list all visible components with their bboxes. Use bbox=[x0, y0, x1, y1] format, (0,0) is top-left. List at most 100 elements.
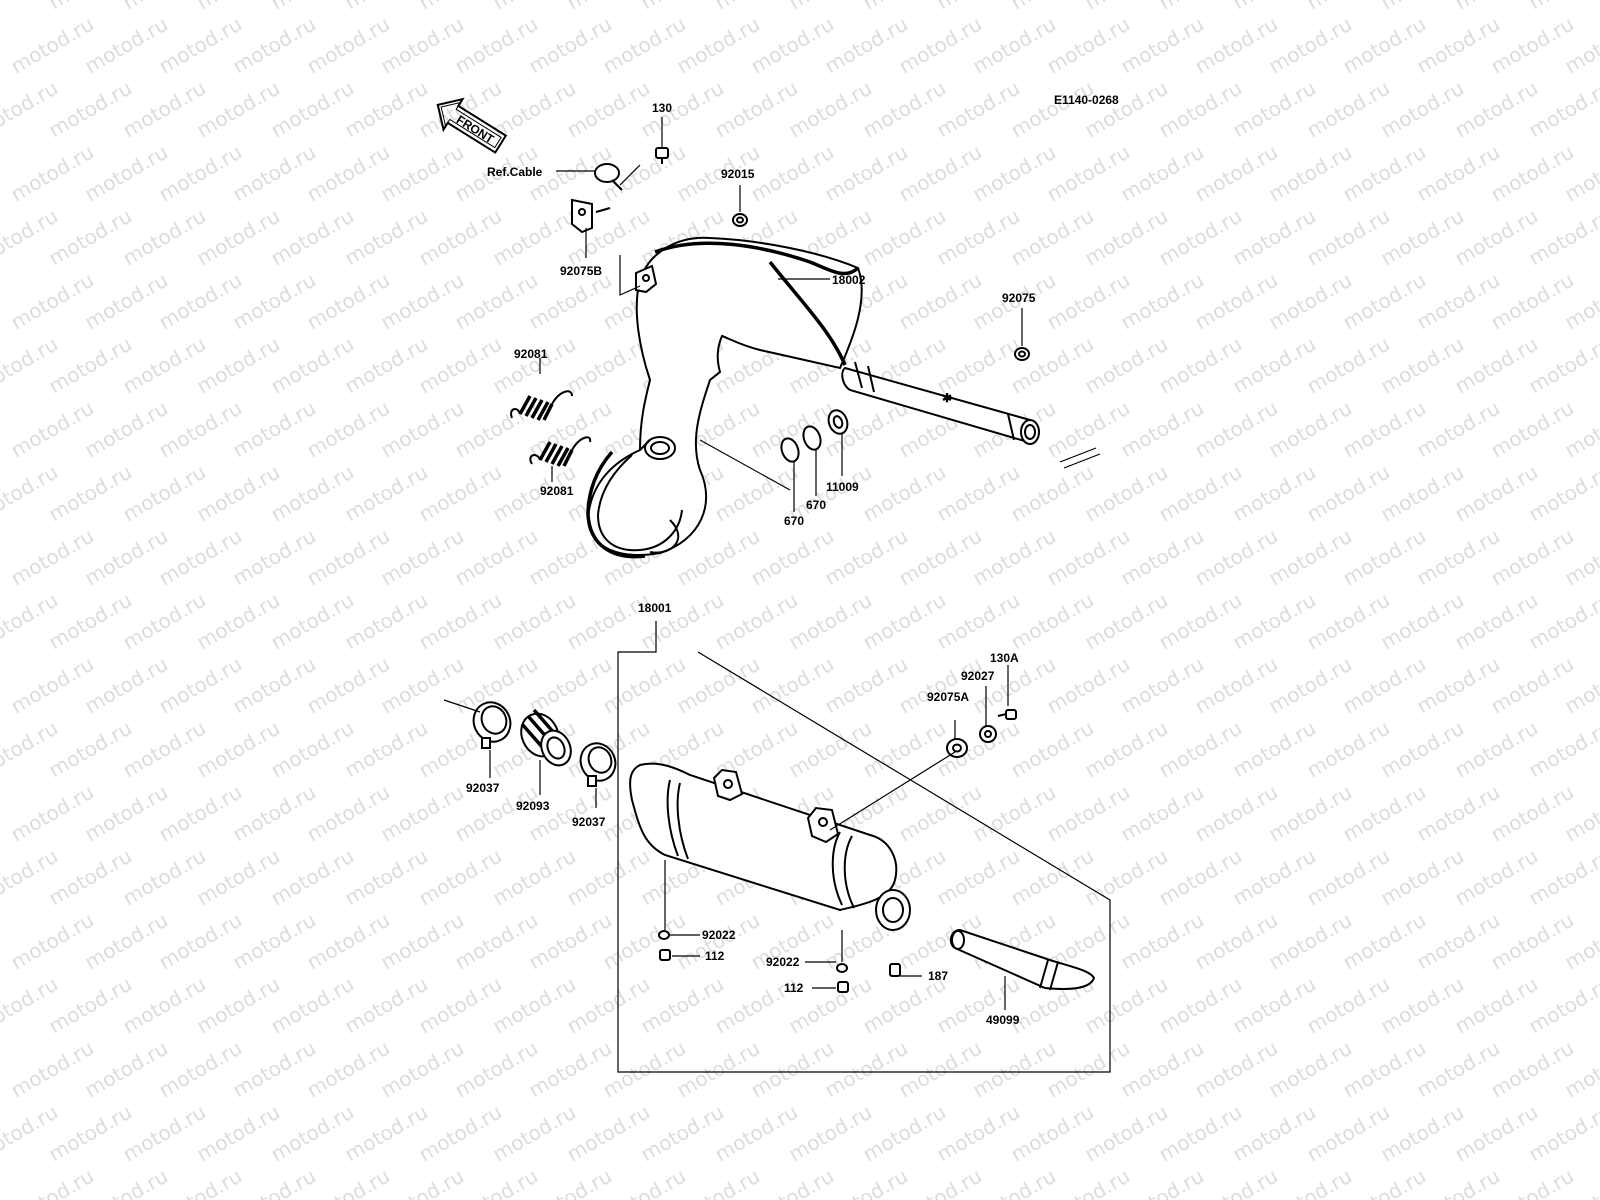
watermark-text: motod.ru bbox=[563, 972, 654, 1039]
silencer-18001 bbox=[629, 762, 911, 931]
watermark-text: motod.ru bbox=[81, 1036, 172, 1103]
label-670-a: 670 bbox=[784, 514, 804, 528]
watermark-text: motod.ru bbox=[489, 844, 580, 911]
watermark-text: motod.ru bbox=[303, 524, 394, 591]
watermark-text: motod.ru bbox=[155, 652, 246, 719]
watermark-text: motod.ru bbox=[1007, 716, 1098, 783]
watermark-text: motod.ru bbox=[1413, 908, 1504, 975]
watermark-text: motod.ru bbox=[193, 844, 284, 911]
watermark-text: motod.ru bbox=[1117, 140, 1208, 207]
clamp-92037-left bbox=[472, 701, 512, 749]
watermark-text: motod.ru bbox=[267, 972, 358, 1039]
watermark-text: motod.ru bbox=[451, 268, 542, 335]
watermark-text: motod.ru bbox=[1487, 652, 1578, 719]
watermark-text: motod.ru bbox=[1191, 1036, 1282, 1103]
watermark-text: motod.ru bbox=[1081, 716, 1172, 783]
watermark-text: motod.ru bbox=[81, 12, 172, 79]
watermark-text: motod.ru bbox=[1487, 908, 1578, 975]
watermark-text: motod.ru bbox=[859, 204, 950, 271]
watermark-text: motod.ru bbox=[859, 76, 950, 143]
spring-92081-upper bbox=[510, 390, 573, 421]
watermark-text: motod.ru bbox=[451, 524, 542, 591]
watermark-text: motod.ru bbox=[155, 268, 246, 335]
watermark-text: motod.ru bbox=[7, 396, 98, 463]
watermark-text: motod.ru bbox=[193, 204, 284, 271]
watermark-text: motod.ru bbox=[303, 780, 394, 847]
watermark-text: motod.ru bbox=[1191, 780, 1282, 847]
watermark-text: motod.ru bbox=[377, 908, 468, 975]
watermark-text: motod.ru bbox=[1155, 716, 1246, 783]
watermark-text: motod.ru bbox=[229, 780, 320, 847]
clamp-92037-right bbox=[579, 742, 617, 787]
watermark-text: motod.ru bbox=[1265, 524, 1356, 591]
watermark-text: motod.ru bbox=[1525, 460, 1600, 527]
watermark-text: motod.ru bbox=[1081, 332, 1172, 399]
watermark-text: motod.ru bbox=[415, 460, 506, 527]
watermark-text: motod.ru bbox=[1229, 460, 1320, 527]
watermark-text: motod.ru bbox=[1377, 844, 1468, 911]
watermark-text: motod.ru bbox=[1339, 908, 1430, 975]
watermark-text: motod.ru bbox=[119, 716, 210, 783]
watermark-text: motod.ru bbox=[1155, 588, 1246, 655]
watermark-text: motod.ru bbox=[229, 268, 320, 335]
watermark-text: motod.ru bbox=[81, 268, 172, 335]
watermark-text: motod.ru bbox=[81, 396, 172, 463]
watermark-text: motod.ru bbox=[229, 652, 320, 719]
watermark-text: motod.ru bbox=[785, 1100, 876, 1167]
watermark-text: motod.ru bbox=[229, 908, 320, 975]
watermark-text: motod.ru bbox=[1007, 0, 1098, 14]
watermark-text: motod.ru bbox=[415, 204, 506, 271]
watermark-text: motod.ru bbox=[1303, 204, 1394, 271]
watermark-text: motod.ru bbox=[637, 972, 728, 1039]
watermark-text: motod.ru bbox=[599, 12, 690, 79]
collar-92027 bbox=[979, 725, 997, 743]
watermark-text: motod.ru bbox=[525, 12, 616, 79]
watermark-text: motod.ru bbox=[1487, 396, 1578, 463]
watermark-text: motod.ru bbox=[563, 1100, 654, 1167]
watermark-text: motod.ru bbox=[1377, 588, 1468, 655]
watermark-text: motod.ru bbox=[377, 12, 468, 79]
watermark-text: motod.ru bbox=[415, 844, 506, 911]
watermark-text: motod.ru bbox=[341, 844, 432, 911]
watermark-text: motod.ru bbox=[563, 844, 654, 911]
watermark-text: motod.ru bbox=[895, 140, 986, 207]
ref-cable-clamp bbox=[594, 163, 623, 191]
label-49099: 49099 bbox=[986, 1013, 1020, 1027]
watermark-text: motod.ru bbox=[859, 460, 950, 527]
watermark-text: motod.ru bbox=[81, 780, 172, 847]
watermark-text: motod.ru bbox=[45, 588, 136, 655]
watermark-text: motod.ru bbox=[1487, 1036, 1578, 1103]
watermark-text: motod.ru bbox=[821, 1036, 912, 1103]
watermark-text: motod.ru bbox=[711, 0, 802, 14]
watermark-text: motod.ru bbox=[155, 1036, 246, 1103]
watermark-text: motod.ru bbox=[1377, 332, 1468, 399]
grommet-92075a bbox=[946, 738, 968, 758]
label-130a: 130A bbox=[990, 651, 1019, 665]
watermark-text: motod.ru bbox=[489, 588, 580, 655]
watermark-text: motod.ru bbox=[673, 652, 764, 719]
watermark-text: motod.ru bbox=[229, 524, 320, 591]
watermark-text: motod.ru bbox=[933, 332, 1024, 399]
watermark-text: motod.ru bbox=[1303, 0, 1394, 14]
watermark-text: motod.ru bbox=[1377, 76, 1468, 143]
watermark-text: motod.ru bbox=[747, 396, 838, 463]
watermark-text: motod.ru bbox=[1451, 460, 1542, 527]
watermark-text: motod.ru bbox=[7, 524, 98, 591]
watermark-text: motod.ru bbox=[489, 1100, 580, 1167]
watermark-text: motod.ru bbox=[1525, 588, 1600, 655]
gasket-11009 bbox=[827, 409, 849, 435]
watermark-text: motod.ru bbox=[1229, 0, 1320, 14]
watermark-text: motod.ru bbox=[1155, 844, 1246, 911]
watermark-text: motod.ru bbox=[267, 460, 358, 527]
watermark-text: motod.ru bbox=[1155, 332, 1246, 399]
watermark-text: motod.ru bbox=[341, 0, 432, 14]
watermark-text: motod.ru bbox=[1155, 0, 1246, 14]
watermark-text: motod.ru bbox=[81, 524, 172, 591]
watermark-text: motod.ru bbox=[1007, 460, 1098, 527]
watermark-text: motod.ru bbox=[1229, 972, 1320, 1039]
watermark-text: motod.ru bbox=[785, 0, 876, 14]
watermark-text: motod.ru bbox=[1117, 268, 1208, 335]
watermark-text: motod.ru bbox=[1043, 140, 1134, 207]
watermark-text: motod.ru bbox=[1487, 524, 1578, 591]
watermark-text: motod.ru bbox=[1117, 908, 1208, 975]
